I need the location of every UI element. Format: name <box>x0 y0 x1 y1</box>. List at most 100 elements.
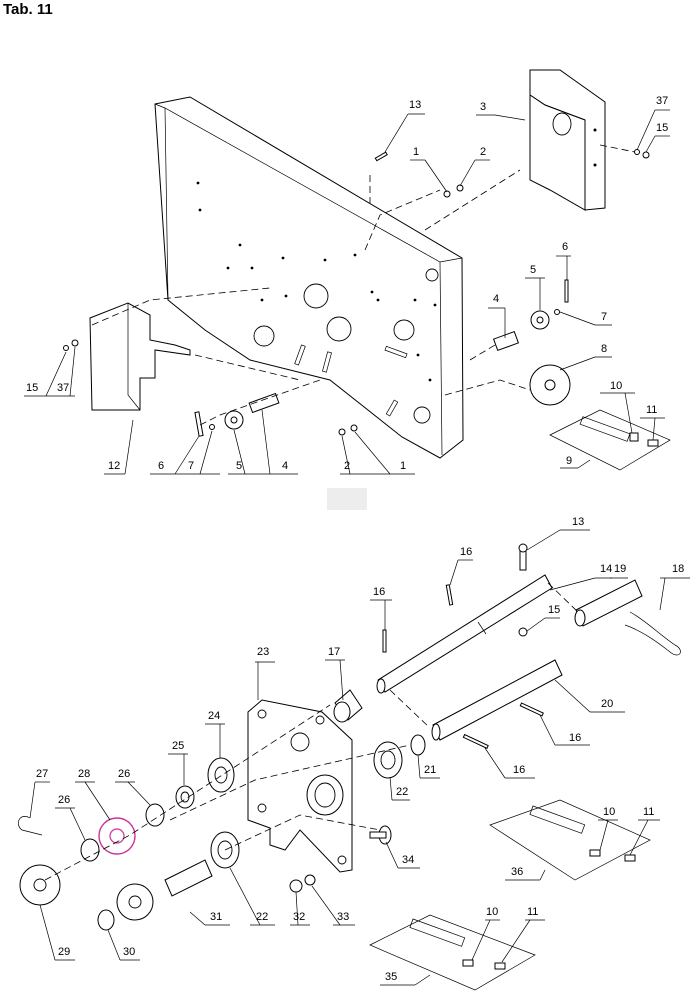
callout-31: 31 <box>210 911 222 923</box>
callout-12: 12 <box>108 460 120 472</box>
sprocket-shaft-31 <box>116 859 213 921</box>
plate-hole <box>326 316 352 342</box>
callout-16: 16 <box>460 546 472 558</box>
mounting-plate-23 <box>247 699 353 873</box>
callout-20: 20 <box>601 698 613 710</box>
plate-hole <box>393 319 415 341</box>
callout-19: 19 <box>614 563 626 575</box>
pin-6-right <box>564 279 569 303</box>
callout-16: 16 <box>373 586 385 598</box>
ring-30 <box>97 909 115 931</box>
callout-6: 6 <box>158 460 164 472</box>
side-plate-assembly <box>154 96 464 459</box>
bushing-25 <box>175 785 195 809</box>
pin-16 <box>462 733 489 749</box>
callout-37: 37 <box>656 95 668 107</box>
callout-26: 26 <box>118 768 130 780</box>
callout-1: 1 <box>413 146 419 158</box>
sprocket-5-right <box>530 310 550 330</box>
page-title: Tab. 11 <box>3 1 53 18</box>
callout-18: 18 <box>672 563 684 575</box>
nut-15 <box>518 627 528 637</box>
callout-35: 35 <box>385 971 397 983</box>
shaft-20 <box>431 659 563 741</box>
callout-7: 7 <box>188 460 194 472</box>
callout-22: 22 <box>256 911 268 923</box>
callout-21: 21 <box>424 764 436 776</box>
bushing-17 <box>333 689 363 723</box>
callout-7: 7 <box>601 311 607 323</box>
callout-17: 17 <box>328 646 340 658</box>
callout-15: 15 <box>548 604 560 616</box>
callout-6: 6 <box>562 241 568 253</box>
callout-2: 2 <box>480 146 486 158</box>
callout-10: 10 <box>610 380 622 392</box>
callout-33: 33 <box>337 911 349 923</box>
callout-10: 10 <box>603 806 615 818</box>
callout-4: 4 <box>282 460 288 472</box>
callout-16: 16 <box>569 732 581 744</box>
sprocket-28-highlighted <box>98 817 136 855</box>
pin-16 <box>382 629 387 653</box>
cover-part-3 <box>529 69 606 211</box>
callout-8: 8 <box>601 343 607 355</box>
chain-kit-35 <box>369 914 536 991</box>
shaft-14 <box>376 574 553 694</box>
side-plate <box>154 96 464 459</box>
sprocket-5-left <box>224 410 244 430</box>
callout-25: 25 <box>172 740 184 752</box>
shaft-4-right <box>492 330 520 352</box>
callout-labels: 13 1 2 3 37 15 6 5 7 4 8 15 37 10 11 9 1… <box>26 95 684 983</box>
callout-28: 28 <box>78 768 90 780</box>
callout-14: 14 <box>600 563 612 575</box>
shaft-4-left <box>248 392 280 414</box>
callout-11: 11 <box>527 906 538 918</box>
callout-29: 29 <box>58 946 70 958</box>
nut-32 <box>289 879 303 893</box>
plate-hole <box>413 406 431 424</box>
bearing-22-top <box>373 741 403 779</box>
callout-32: 32 <box>293 911 305 923</box>
washer-33 <box>304 874 316 886</box>
clip-18 <box>624 611 681 656</box>
callout-22: 22 <box>396 786 408 798</box>
callout-3: 3 <box>480 101 486 113</box>
callout-24: 24 <box>208 710 220 722</box>
cover-part-12 <box>89 302 191 411</box>
callout-10: 10 <box>486 906 498 918</box>
plate-hole <box>303 283 329 309</box>
callout-11: 11 <box>643 806 654 818</box>
callout-9: 9 <box>566 455 572 467</box>
callout-1: 1 <box>400 460 406 472</box>
callout-15: 15 <box>26 382 38 394</box>
bushing-26-left <box>80 838 100 862</box>
pin-16 <box>445 584 454 606</box>
callout-26: 26 <box>58 794 70 806</box>
callout-34: 34 <box>402 854 414 866</box>
callout-5: 5 <box>530 264 536 276</box>
callout-2: 2 <box>344 460 350 472</box>
plate-hole <box>253 325 275 347</box>
watermark-logo <box>327 488 367 510</box>
bolt-13 <box>374 151 388 162</box>
callout-15: 15 <box>656 122 668 134</box>
sprocket-8 <box>529 364 571 406</box>
ring-21 <box>410 734 426 756</box>
callout-5: 5 <box>236 460 242 472</box>
callout-30: 30 <box>123 946 135 958</box>
sleeve-19 <box>574 579 643 627</box>
pin-16 <box>519 702 544 717</box>
callout-4: 4 <box>493 293 499 305</box>
callout-16: 16 <box>513 764 525 776</box>
plate-hole <box>425 268 439 282</box>
callout-36: 36 <box>511 866 523 878</box>
callout-27: 27 <box>36 768 48 780</box>
stud-34 <box>369 825 392 845</box>
pin-27 <box>18 816 43 836</box>
callout-23: 23 <box>257 646 269 658</box>
flange-24 <box>207 757 235 793</box>
bushing-26-right <box>145 803 165 827</box>
callout-13: 13 <box>409 99 421 111</box>
sprocket-29 <box>19 864 61 906</box>
